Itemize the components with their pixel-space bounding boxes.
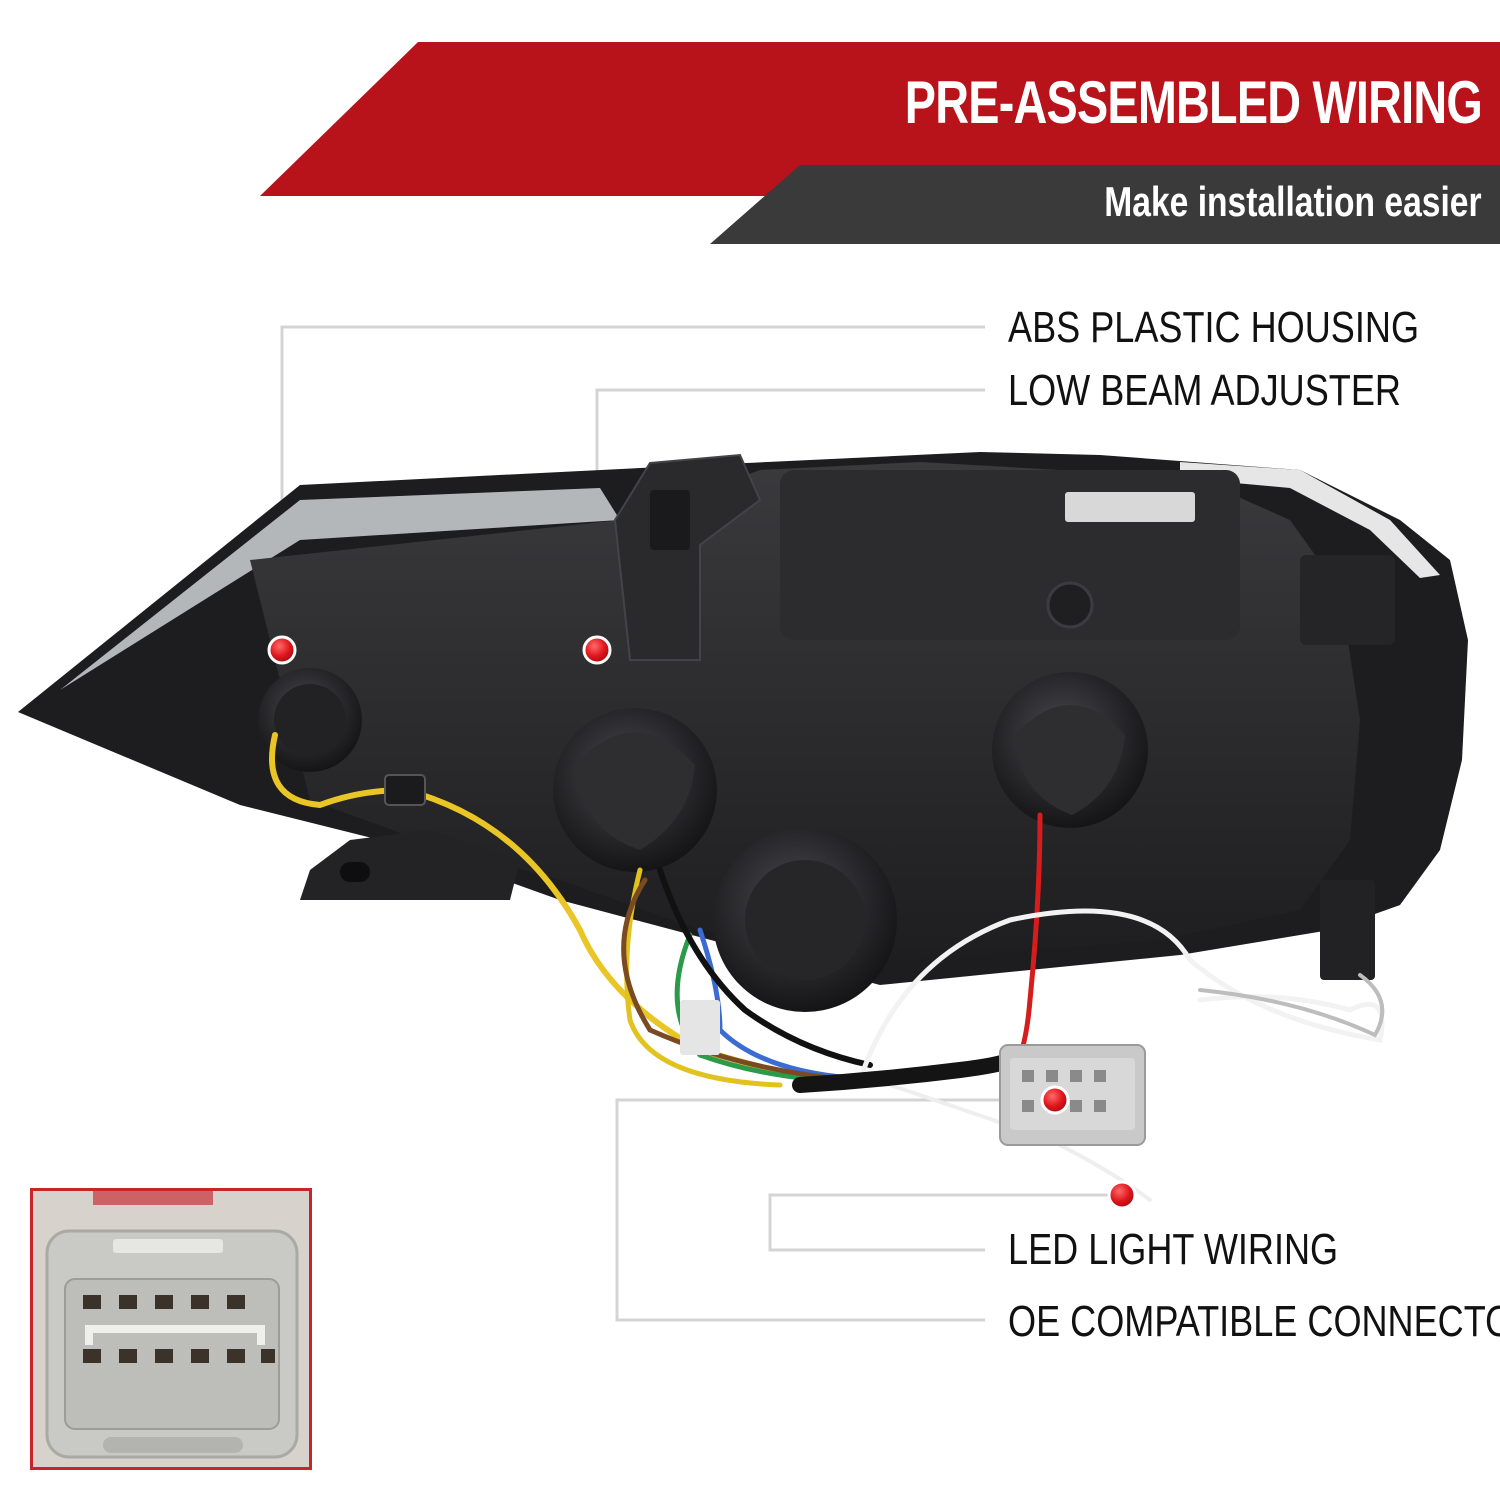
wire-yellow-2 [624, 867, 783, 1088]
side-clip [1320, 880, 1375, 980]
header-banner [260, 42, 1500, 244]
subtitle-banner-dark [710, 165, 1500, 244]
bulb-cap-small [258, 668, 362, 772]
oe-connector [999, 1044, 1146, 1146]
wiring-harness [269, 732, 1385, 1202]
leader-line-connector [615, 1098, 1055, 1322]
page-subtitle: Make installation easier [1104, 178, 1482, 225]
side-tab [1300, 555, 1395, 645]
callout-led-wiring: LED LIGHT WIRING [1008, 1225, 1339, 1274]
callout-oe-connector: OE COMPATIBLE CONNECTOR [1008, 1297, 1500, 1346]
bulb-cap-high-beam [992, 672, 1148, 828]
adjuster-knob [1046, 581, 1094, 629]
page-title: PRE-ASSEMBLED WIRING [904, 69, 1483, 136]
marker-led [1107, 1180, 1137, 1210]
wire-black [657, 867, 873, 1068]
bracket-slot [650, 490, 690, 550]
connector-closeup-inset [30, 1188, 312, 1470]
wire-sheath [792, 1052, 1018, 1093]
clear-lens-edge [60, 488, 620, 690]
mounting-hole [340, 862, 370, 882]
leader-line-led [768, 1193, 1120, 1252]
label-sticker [1065, 492, 1195, 522]
wire-white-loop [857, 908, 1385, 1083]
callout-low-beam-adjuster: LOW BEAM ADJUSTER [1008, 366, 1401, 415]
marker-adjuster [582, 635, 612, 665]
wire-brown [621, 877, 853, 1083]
wire-gray-loop [1198, 973, 1385, 1038]
connector-closeup-image [33, 1191, 309, 1467]
title-banner-red [260, 42, 1500, 196]
callout-abs-housing: ABS PLASTIC HOUSING [1008, 303, 1420, 352]
marker-housing [267, 635, 297, 665]
marker-connector [1040, 1085, 1070, 1115]
wire-label-tag [680, 1000, 720, 1055]
bulb-cap-low-beam [553, 708, 717, 872]
bulb-cap-lower [713, 828, 897, 1012]
wire-connector-small [384, 774, 426, 806]
callout-markers [267, 635, 1137, 1210]
mounting-tab [300, 830, 520, 900]
